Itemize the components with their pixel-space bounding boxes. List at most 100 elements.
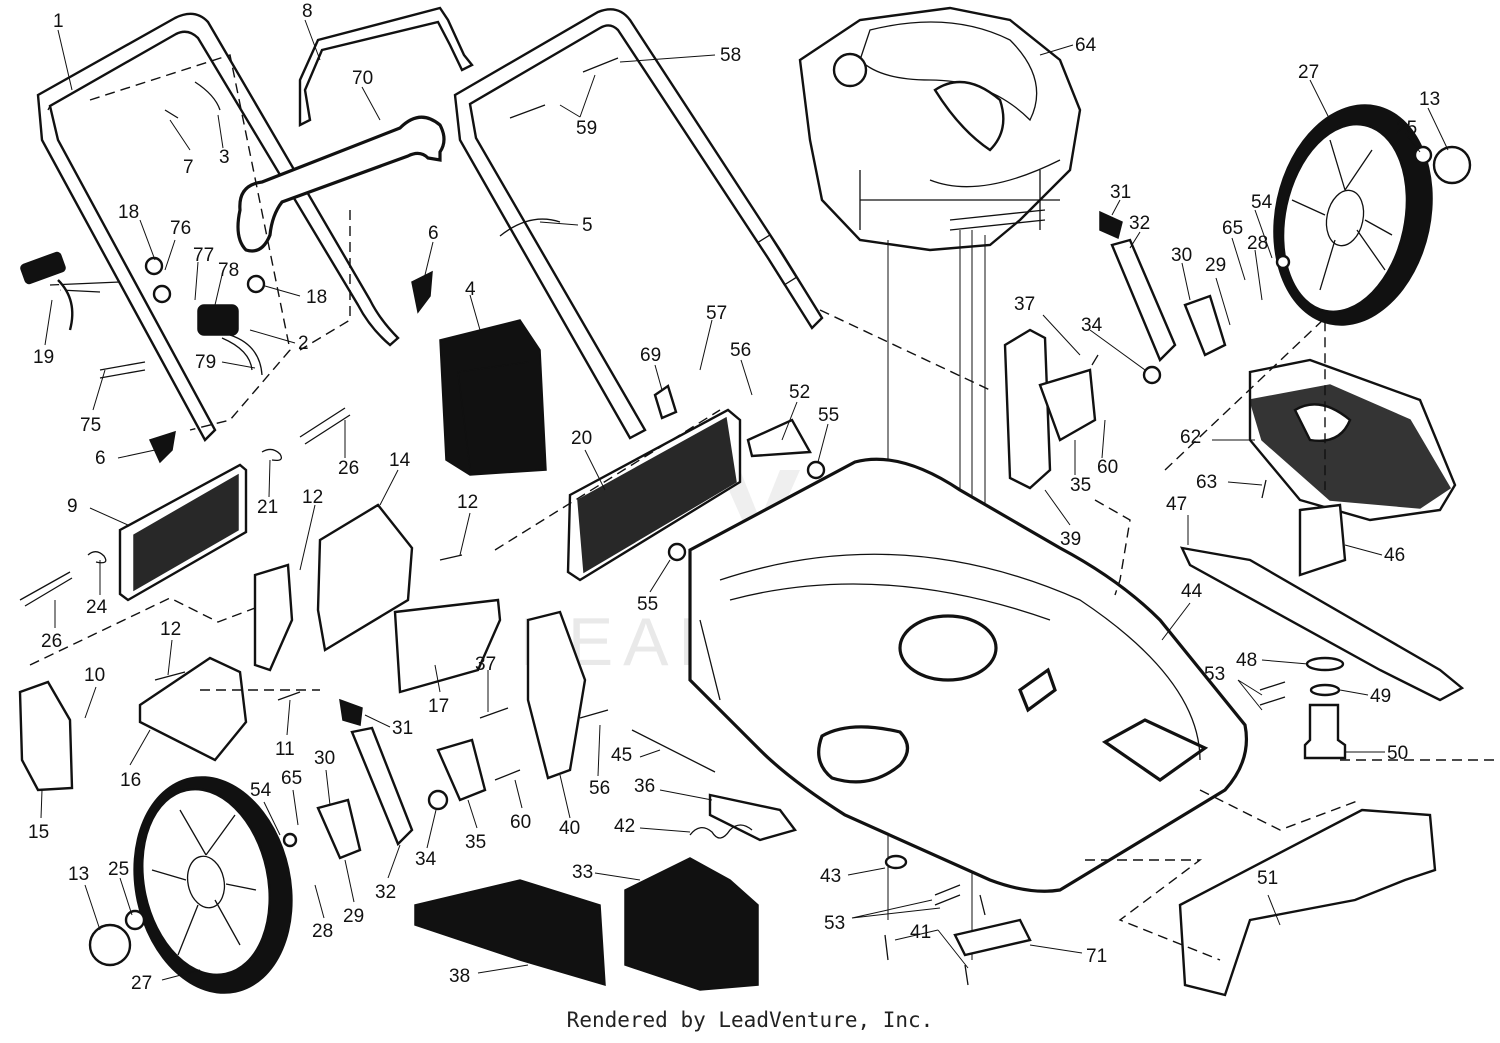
plate-71 — [953, 918, 1032, 957]
label-28: 28 — [1247, 233, 1268, 254]
label-55: 55 — [818, 405, 839, 426]
label-46: 46 — [1384, 545, 1405, 566]
label-17: 17 — [428, 696, 449, 717]
control-bar-8 — [298, 6, 474, 127]
label-49: 49 — [1370, 686, 1391, 707]
hub-cap-13-bottom — [88, 923, 132, 967]
label-44: 44 — [1181, 581, 1203, 602]
label-5: 5 — [582, 215, 593, 236]
label-36: 36 — [634, 776, 655, 797]
label-64: 64 — [1075, 35, 1097, 56]
label-51: 51 — [1257, 868, 1278, 889]
label-52: 52 — [789, 382, 810, 403]
label-55b: 55 — [637, 594, 658, 615]
label-31b: 31 — [392, 718, 413, 739]
label-50: 50 — [1387, 743, 1408, 764]
label-39: 39 — [1060, 529, 1081, 550]
label-76: 76 — [170, 218, 191, 239]
cover-33 — [624, 857, 759, 991]
rod-36 — [708, 793, 798, 842]
rear-flap-38 — [414, 879, 606, 987]
bracket-14 — [316, 503, 414, 652]
rod-45 — [631, 729, 716, 773]
wheel-27-top — [1273, 104, 1433, 326]
label-40: 40 — [559, 818, 580, 839]
label-11: 11 — [275, 739, 295, 760]
label-71: 71 — [1086, 946, 1107, 967]
label-38: 38 — [449, 966, 470, 987]
handle-grip-70 — [236, 115, 446, 253]
label-33: 33 — [572, 862, 593, 883]
label-30b: 30 — [314, 748, 335, 769]
grass-bag-4 — [439, 319, 547, 476]
label-69: 69 — [640, 345, 661, 366]
label-53: 53 — [1204, 664, 1225, 685]
engine-64 — [798, 6, 1082, 252]
label-1: 1 — [53, 11, 64, 32]
washer-54-bottom — [282, 832, 298, 848]
blade-47 — [1179, 546, 1465, 702]
label-57: 57 — [706, 303, 727, 324]
label-13: 13 — [1419, 89, 1440, 110]
chute-17 — [393, 598, 502, 694]
label-8: 8 — [302, 1, 313, 22]
upper-handle-58 — [453, 8, 824, 440]
washer-49 — [1309, 683, 1341, 697]
deck-44 — [688, 457, 1249, 893]
label-25b: 25 — [108, 859, 129, 880]
label-12: 12 — [302, 487, 323, 508]
label-29: 29 — [1205, 255, 1226, 276]
label-12b: 12 — [457, 492, 478, 513]
label-27b: 27 — [131, 973, 152, 994]
plate-35-top — [1038, 368, 1097, 442]
nut-43 — [884, 854, 908, 870]
label-34b: 34 — [415, 849, 437, 870]
label-32: 32 — [1129, 213, 1150, 234]
label-25: 25 — [1396, 118, 1417, 139]
nut-25-bottom — [124, 909, 146, 931]
label-18b: 18 — [306, 287, 327, 308]
adapter-46 — [1298, 503, 1347, 577]
label-13b: 13 — [68, 864, 89, 885]
label-45: 45 — [611, 745, 632, 766]
label-7: 7 — [183, 157, 194, 178]
label-6b: 6 — [95, 448, 106, 469]
bracket-30-top — [1183, 294, 1227, 357]
label-34: 34 — [1081, 315, 1103, 336]
label-41: 41 — [910, 922, 931, 943]
label-42: 42 — [614, 816, 635, 837]
label-37b: 37 — [475, 654, 496, 675]
lever-32-top — [1110, 238, 1177, 363]
bracket-15 — [18, 680, 74, 792]
label-35: 35 — [1070, 475, 1091, 496]
label-79: 79 — [195, 352, 216, 373]
label-15: 15 — [28, 822, 49, 843]
label-62: 62 — [1180, 427, 1201, 448]
leader-lines — [40, 19, 1449, 981]
mulch-plug-51 — [1178, 808, 1437, 997]
label-47: 47 — [1166, 494, 1187, 515]
label-48: 48 — [1236, 650, 1257, 671]
washer-48 — [1305, 656, 1345, 672]
label-59: 59 — [576, 118, 597, 139]
label-3: 3 — [219, 147, 230, 168]
label-60: 60 — [1097, 457, 1118, 478]
clip-69 — [653, 384, 678, 420]
lever-32-bottom — [350, 726, 414, 847]
label-26: 26 — [338, 458, 359, 479]
label-58: 58 — [720, 45, 741, 66]
knob-31-top — [1099, 210, 1123, 240]
label-12c: 12 — [160, 619, 181, 640]
label-29b: 29 — [343, 906, 364, 927]
knob-31-bottom — [339, 698, 363, 726]
label-56b: 56 — [589, 778, 610, 799]
spacer-34-top — [1142, 365, 1162, 385]
wheel-27-bottom — [133, 776, 293, 994]
bracket-16 — [138, 656, 248, 762]
spring-42 — [689, 824, 753, 839]
label-10: 10 — [84, 665, 105, 686]
footer-credit: Rendered by LeadVenture, Inc. — [566, 1008, 934, 1032]
lower-handle-1 — [36, 12, 400, 442]
label-32b: 32 — [375, 882, 396, 903]
